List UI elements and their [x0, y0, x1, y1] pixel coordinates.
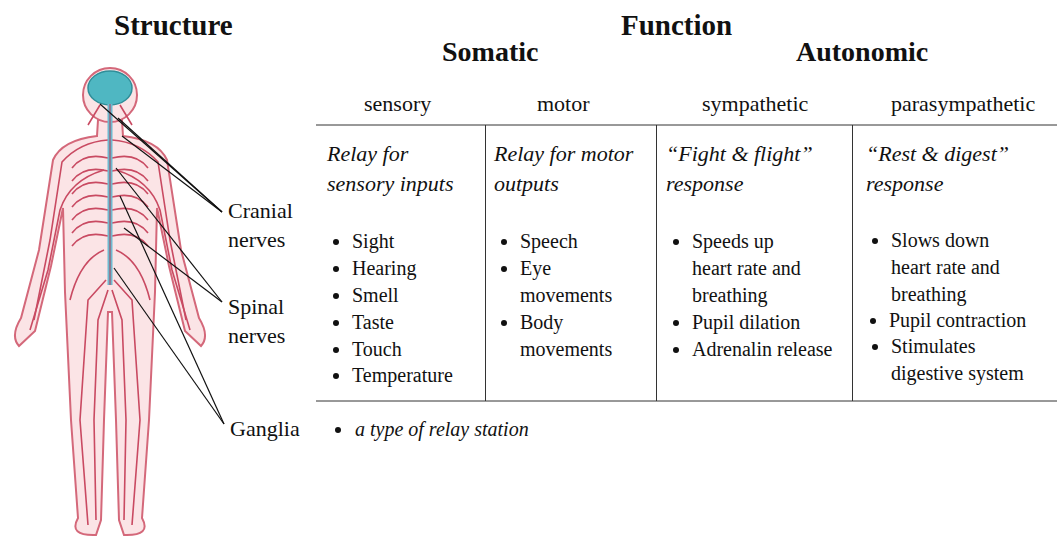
table-cell: Smell [352, 282, 477, 309]
table-cell: Touch [352, 336, 477, 363]
bullet-dot [501, 239, 507, 245]
part-label: Spinal nerves [228, 292, 313, 350]
table-cell: Pupil contraction [889, 307, 1054, 334]
table-cell: Slows down heart rate and breathing [891, 227, 1019, 308]
column-header: sympathetic [702, 90, 808, 118]
heading: Somatic [442, 35, 538, 69]
leader-lines [100, 104, 224, 424]
part-label: Cranial nerves [228, 196, 313, 254]
bullet-dot [333, 266, 339, 272]
table-cell: Eye movements [520, 255, 648, 309]
bullet-dot [335, 427, 341, 433]
table-cell: Stimulates digestive system [891, 333, 1051, 387]
table-cell: “Rest & digest” response [866, 139, 1054, 199]
table-cell: Sight [352, 228, 477, 255]
table-cell: Relay for sensory inputs [327, 139, 472, 199]
table-cell: Adrenalin release [692, 336, 862, 363]
bullet-dot [673, 347, 679, 353]
table-cell: Body movements [520, 309, 648, 363]
part-label: Ganglia [230, 414, 300, 443]
heading: Autonomic [796, 35, 928, 69]
column-header: parasympathetic [891, 90, 1035, 118]
bullet-dot [501, 320, 507, 326]
table-cell: Speeds up heart rate and breathing [692, 228, 817, 309]
bullet-dot [333, 320, 339, 326]
column-header: motor [537, 90, 590, 118]
table-cell: Pupil dilation [692, 309, 847, 336]
heading: Structure [114, 8, 233, 42]
bullet-dot [870, 318, 876, 324]
bullet-dot [333, 239, 339, 245]
table-cell: Speech [520, 228, 648, 255]
table-cell: Relay for motor outputs [494, 139, 639, 199]
bullet-dot [333, 293, 339, 299]
table-grid [316, 125, 1057, 401]
note: a type of relay station [355, 416, 529, 443]
bullet-dot [872, 344, 878, 350]
table-cell: Hearing [352, 255, 477, 282]
column-header: sensory [364, 90, 431, 118]
table-cell: “Fight & flight” response [666, 139, 848, 199]
bullet-dot [673, 239, 679, 245]
bullet-dot [673, 320, 679, 326]
bullet-dot [333, 373, 339, 379]
bullet-dot [872, 238, 878, 244]
heading: Function [621, 8, 732, 42]
body-figure [15, 68, 205, 535]
bullet-dot [333, 347, 339, 353]
table-cell: Temperature [352, 362, 480, 389]
bullet-dot [501, 266, 507, 272]
table-cell: Taste [352, 309, 477, 336]
